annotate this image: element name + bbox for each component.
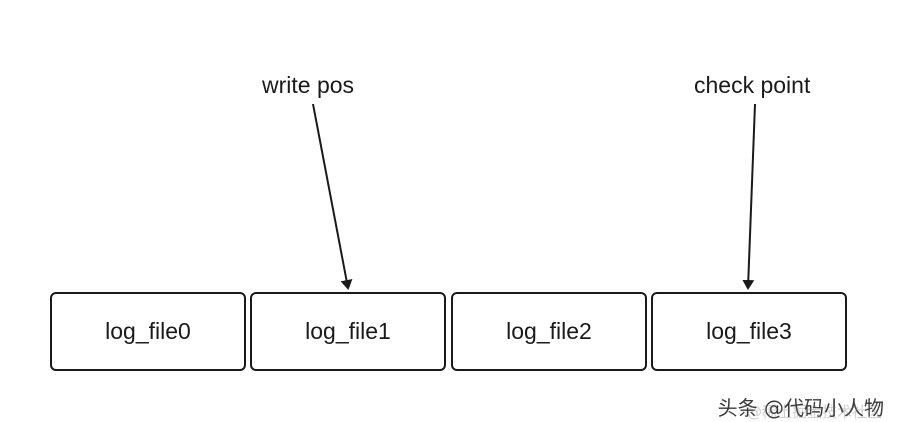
watermark-main-text: 头条 @代码小人物 (717, 396, 884, 420)
log-file-label-3: log_file3 (706, 318, 792, 344)
log-file-label-2: log_file2 (506, 318, 592, 344)
check-point-label: check point (694, 72, 811, 98)
watermark-sub-text: @稀土掘金技术社区 (746, 403, 882, 421)
log-file-label-0: log_file0 (105, 318, 191, 344)
log-file-box-0: log_file0 (50, 292, 246, 371)
check-point-arrow (742, 103, 756, 290)
write-pos-label: write pos (262, 72, 355, 98)
write-pos-arrow (312, 103, 353, 290)
log-file-box-1: log_file1 (250, 292, 446, 371)
log-file-label-1: log_file1 (305, 318, 391, 344)
log-file-box-3: log_file3 (651, 292, 847, 371)
log-file-box-2: log_file2 (451, 292, 647, 371)
watermark: 头条 @代码小人物 @稀土掘金技术社区 (717, 396, 884, 421)
